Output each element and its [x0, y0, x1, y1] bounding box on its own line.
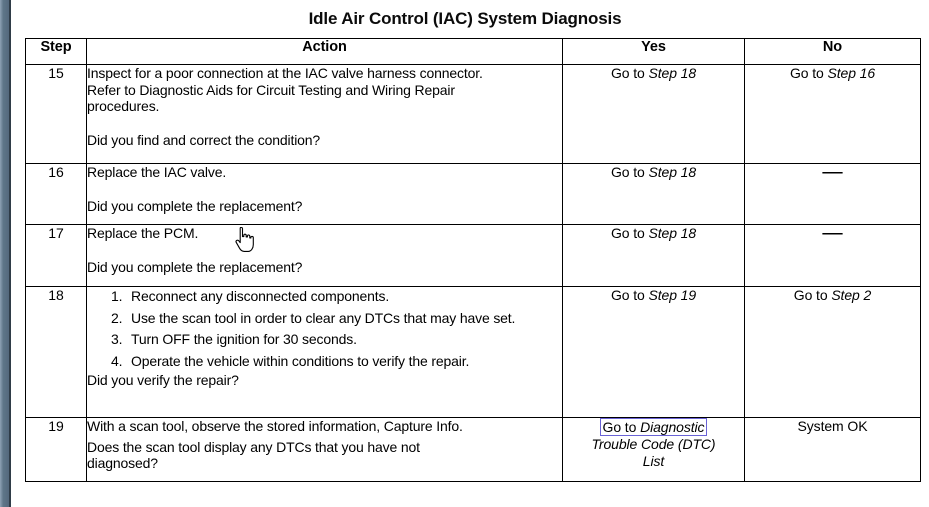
no-result: Go to Step 2 [744, 286, 921, 418]
yes-result: Go to Step 18 [562, 163, 745, 225]
action-text: Inspect for a poor connection at the IAC… [86, 64, 563, 164]
action-text: Reconnect any disconnected components. U… [86, 286, 563, 418]
action-line: procedures. [87, 98, 160, 114]
no-result: — [744, 163, 921, 225]
action-question-line: Does the scan tool display any DTCs that… [87, 438, 420, 455]
gutter-band [0, 0, 9, 507]
action-line: Inspect for a poor connection at the IAC… [87, 65, 483, 81]
table-row: 16 Replace the IAC valve. Did you comple… [25, 163, 921, 225]
goto-prefix: Go to [610, 287, 649, 303]
action-question: Did you complete the replacement? [87, 258, 303, 275]
goto-target: Step 19 [648, 287, 697, 303]
em-dash: — [822, 225, 843, 242]
focus-outline[interactable]: Go to Diagnostic [599, 418, 708, 436]
page-title: Idle Air Control (IAC) System Diagnosis [308, 9, 622, 28]
window-gutter [0, 0, 11, 507]
goto-prefix: Go to [610, 164, 649, 180]
goto-target: Step 2 [831, 287, 872, 303]
yes-result: Go to Step 19 [562, 286, 745, 418]
goto-prefix: Go to [610, 225, 649, 241]
substep-item: Reconnect any disconnected components. [111, 288, 390, 304]
action-text: Replace the PCM. Did you complete the re… [86, 224, 563, 287]
column-header-step: Step [25, 38, 87, 65]
goto-target: Step 18 [648, 225, 697, 241]
link-line-2[interactable]: Trouble Code (DTC) [563, 436, 744, 453]
substep-list: Reconnect any disconnected components. U… [87, 288, 562, 369]
substep-item: Turn OFF the ignition for 30 seconds. [111, 331, 357, 347]
table-header-row: Step Action Yes No [25, 38, 921, 65]
action-text: With a scan tool, observe the stored inf… [86, 417, 563, 482]
goto-prefix: Go to [610, 65, 649, 81]
substep-item: Operate the vehicle within conditions to… [111, 352, 470, 369]
step-number: 19 [25, 417, 87, 482]
step-number: 17 [25, 224, 87, 287]
spacer [87, 115, 562, 132]
action-line: Replace the IAC valve. [87, 164, 227, 180]
spacer [87, 181, 562, 198]
goto-prefix: Go to [793, 287, 832, 303]
column-header-yes: Yes [562, 38, 745, 65]
action-question-line: diagnosed? [87, 455, 158, 471]
action-line: Replace the PCM. [87, 225, 199, 241]
link-line-3[interactable]: List [563, 453, 744, 470]
em-dash: — [822, 164, 843, 181]
no-result: System OK [744, 417, 921, 482]
gutter-edge [9, 0, 11, 507]
table-row: 18 Reconnect any disconnected components… [25, 286, 921, 418]
yes-result: Go to Step 18 [562, 224, 745, 287]
goto-prefix: Go to [789, 65, 828, 81]
action-question: Did you verify the repair? [87, 372, 239, 388]
no-result: — [744, 224, 921, 287]
document-page: Idle Air Control (IAC) System Diagnosis … [11, 0, 929, 507]
column-header-no: No [744, 38, 921, 65]
step-number: 16 [25, 163, 87, 225]
step-number: 15 [25, 64, 87, 164]
goto-target: Diagnostic [640, 419, 705, 435]
no-result-text: System OK [797, 418, 868, 434]
yes-result-link[interactable]: Go to Diagnostic Trouble Code (DTC) List [562, 417, 745, 482]
diagnosis-table: Step Action Yes No 15 Inspect for a poor… [25, 38, 921, 482]
link-line-1[interactable]: Go to Diagnostic [563, 418, 744, 436]
no-result: Go to Step 16 [744, 64, 921, 164]
action-text: Replace the IAC valve. Did you complete … [86, 163, 563, 225]
action-line: Refer to Diagnostic Aids for Circuit Tes… [87, 81, 455, 98]
goto-target: List [642, 453, 665, 469]
goto-target: Step 18 [648, 65, 697, 81]
action-question: Did you complete the replacement? [87, 197, 303, 214]
yes-result: Go to Step 18 [562, 64, 745, 164]
table-row: 19 With a scan tool, observe the stored … [25, 417, 921, 482]
goto-target: Step 18 [648, 164, 697, 180]
goto-prefix: Go to [602, 419, 641, 435]
table-row: 17 Replace the PCM. Did you complete the… [25, 224, 921, 287]
goto-target: Step 16 [827, 65, 876, 81]
step-number: 18 [25, 286, 87, 418]
substep-item: Use the scan tool in order to clear any … [111, 309, 516, 326]
column-header-action: Action [86, 38, 563, 65]
spacer [87, 242, 562, 259]
table-row: 15 Inspect for a poor connection at the … [25, 64, 921, 164]
goto-target: Trouble Code (DTC) [591, 436, 716, 452]
action-question: Did you find and correct the condition? [87, 131, 321, 148]
action-line: With a scan tool, observe the stored inf… [87, 418, 463, 434]
